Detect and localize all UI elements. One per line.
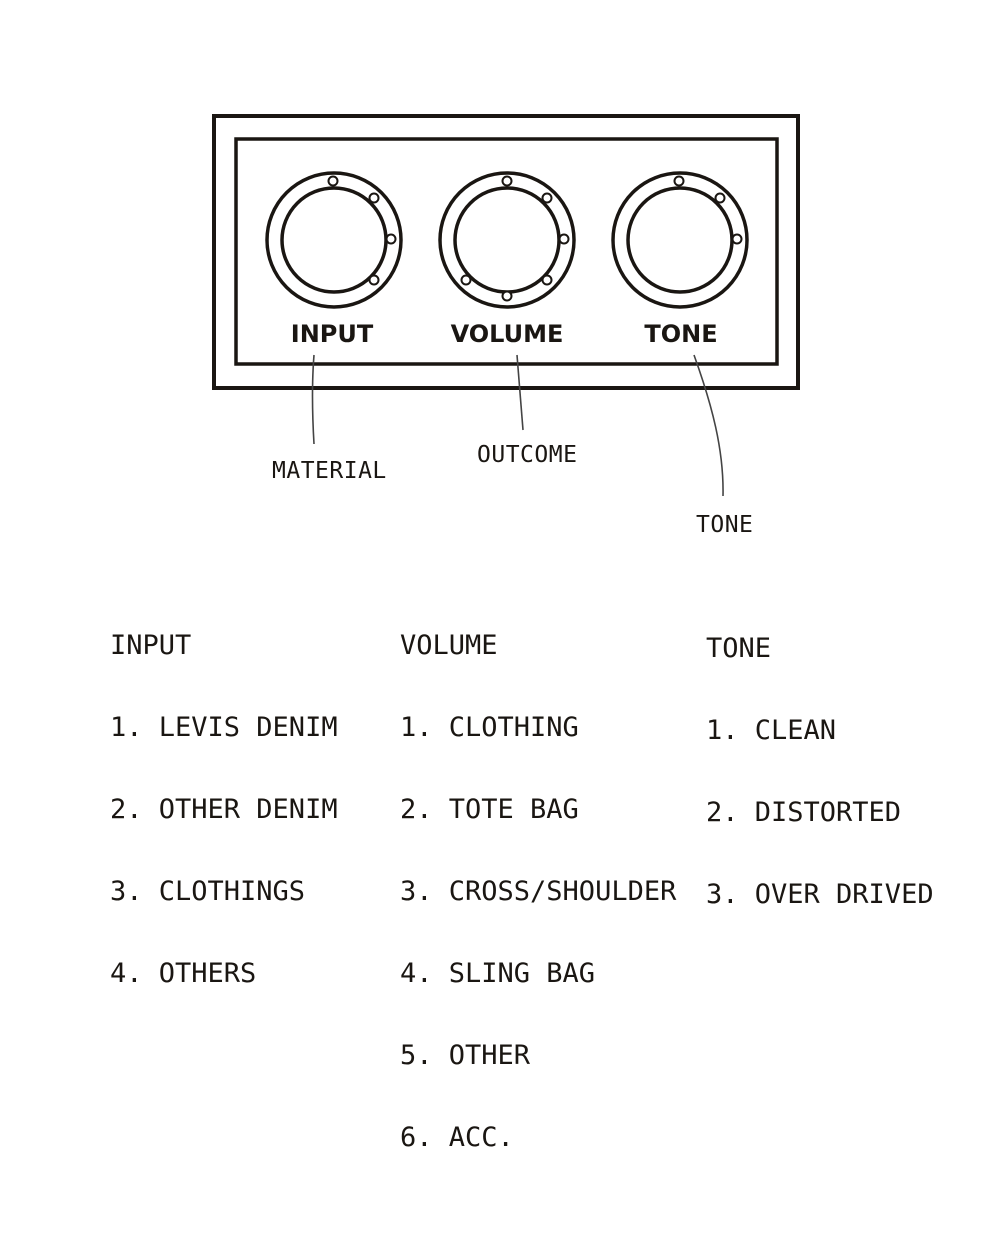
list-item: 5. OTHER bbox=[400, 1040, 531, 1071]
list-item: 2. DISTORTED bbox=[706, 797, 902, 828]
knob-tone-inner-ring bbox=[626, 186, 734, 294]
knob-input-marker bbox=[327, 175, 339, 187]
annotation-tone: TONE bbox=[696, 512, 753, 538]
knob-tone-label: TONE bbox=[644, 320, 717, 348]
knob-tone-marker bbox=[731, 233, 743, 245]
knob-volume-marker bbox=[501, 290, 513, 302]
list-item: 6. ACC. bbox=[400, 1122, 514, 1153]
knob-input-label: INPUT bbox=[291, 320, 374, 348]
list-item: 4. OTHERS bbox=[110, 958, 257, 989]
column-input: INPUT 1. LEVIS DENIM 2. OTHER DENIM 3. C… bbox=[110, 630, 390, 1150]
knob-input-marker bbox=[368, 274, 380, 286]
leader-line-volume bbox=[516, 354, 524, 431]
list-item: 2. TOTE BAG bbox=[400, 794, 579, 825]
panel-outer-frame bbox=[212, 114, 800, 390]
knob-volume-marker bbox=[501, 175, 513, 187]
list-item: 3. CLOTHINGS bbox=[110, 876, 306, 907]
list-item: 2. OTHER DENIM bbox=[110, 794, 338, 825]
list-item: 1. LEVIS DENIM bbox=[110, 712, 338, 743]
knob-volume-marker bbox=[541, 192, 553, 204]
panel-inner-frame bbox=[234, 137, 779, 366]
knob-volume-label: VOLUME bbox=[451, 320, 564, 348]
knob-volume-marker bbox=[460, 274, 472, 286]
annotation-outcome: OUTCOME bbox=[477, 442, 577, 468]
column-tone-heading: TONE bbox=[706, 633, 772, 664]
knob-tone-outer-ring bbox=[611, 171, 749, 309]
knob-volume-marker bbox=[541, 274, 553, 286]
knob-input-outer-ring bbox=[265, 171, 403, 309]
column-volume-heading: VOLUME bbox=[400, 630, 498, 661]
leader-line-input bbox=[311, 354, 315, 445]
knob-input-marker bbox=[368, 192, 380, 204]
knob-tone-marker bbox=[673, 175, 685, 187]
list-item: 1. CLEAN bbox=[706, 715, 837, 746]
annotation-material: MATERIAL bbox=[272, 458, 387, 484]
knob-input-marker bbox=[385, 233, 397, 245]
list-item: 3. CROSS/SHOULDER bbox=[400, 876, 677, 907]
list-item: 3. OVER DRIVED bbox=[706, 879, 934, 910]
column-input-heading: INPUT bbox=[110, 630, 192, 661]
knob-volume-outer-ring bbox=[438, 171, 576, 309]
knob-volume-marker bbox=[558, 233, 570, 245]
knob-volume[interactable] bbox=[438, 171, 576, 309]
list-item: 4. SLING BAG bbox=[400, 958, 596, 989]
list-item: 1. CLOTHING bbox=[400, 712, 579, 743]
leader-line-tone bbox=[693, 354, 724, 497]
knob-tone-marker bbox=[714, 192, 726, 204]
knob-tone[interactable] bbox=[611, 171, 749, 309]
knob-input[interactable] bbox=[265, 171, 403, 309]
column-volume: VOLUME 1. CLOTHING 2. TOTE BAG 3. CROSS/… bbox=[400, 630, 700, 1170]
column-tone: TONE 1. CLEAN 2. DISTORTED 3. OVER DRIVE… bbox=[706, 633, 996, 933]
amp-panel-diagram: INPUT VOLUME TONE MATERIAL OUTCOME TONE bbox=[212, 114, 800, 538]
